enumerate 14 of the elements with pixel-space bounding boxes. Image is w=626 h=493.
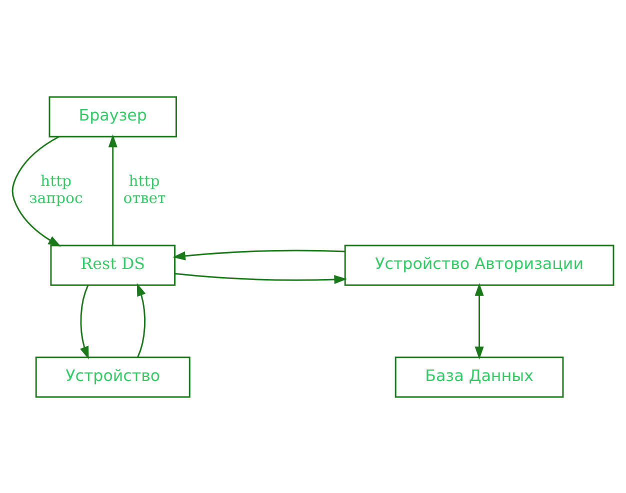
arrow [136,282,146,358]
node-box: Устройство Авторизации [344,244,614,286]
arrow [174,272,348,284]
edge-label: http запрос [29,172,83,206]
arrow [172,249,345,260]
node-box: База Данных [394,356,564,398]
arrow [12,135,62,246]
edge-label: http ответ [123,172,166,206]
node-box: Браузер [48,96,177,137]
node-box: Rest DS [50,244,176,286]
node-box: Устройство [35,356,190,398]
arrow [108,134,118,245]
arrow [474,282,484,359]
arrow [80,284,89,359]
